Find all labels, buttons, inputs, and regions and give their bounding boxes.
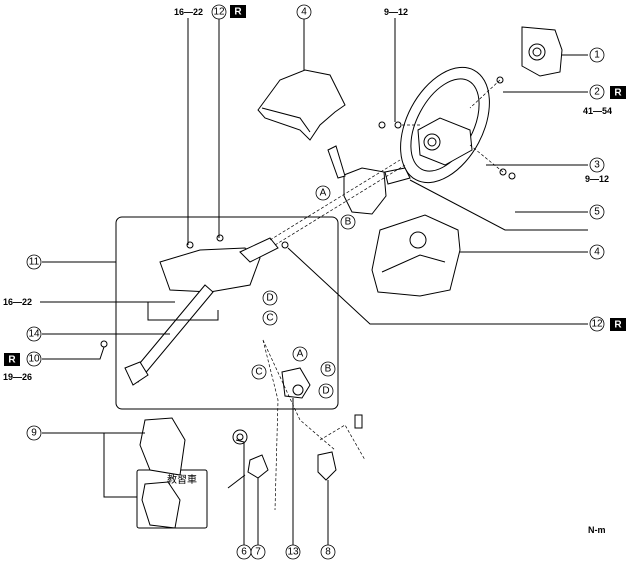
svg-text:R: R — [234, 7, 242, 18]
callout-number: A — [320, 188, 327, 199]
air-bag-module — [521, 26, 563, 77]
callout-number: 7 — [255, 547, 261, 558]
replace-badge: R — [230, 5, 246, 18]
torque-label-nut: 19—26 — [3, 372, 32, 382]
callout-number: C — [266, 313, 273, 324]
callout-c14: 14 — [26, 326, 42, 342]
callout-number: B — [345, 217, 352, 228]
svg-text:R: R — [614, 88, 622, 99]
steering-column-group-box — [115, 216, 339, 410]
callout-number: 5 — [594, 207, 600, 218]
ignition-switch-assembly — [281, 367, 311, 399]
callout-number: 12 — [213, 7, 225, 18]
callout-c7: 7 — [250, 544, 266, 560]
replace-badge: R — [610, 318, 626, 331]
lower-column-cover — [371, 214, 461, 297]
callout-number: C — [255, 367, 262, 378]
torque-label-top: 9—12 — [384, 7, 408, 17]
reference-mark-d: D — [262, 290, 278, 306]
callout-c12: 12 — [211, 4, 227, 20]
callout-c9: 9 — [26, 425, 42, 441]
callout-c3: 3 — [589, 157, 605, 173]
callout-c10: 10 — [26, 351, 42, 367]
upper-column-cover — [257, 69, 346, 141]
steering-wheel — [400, 66, 490, 184]
callout-number: 1 — [594, 50, 600, 61]
svg-text:R: R — [614, 320, 622, 331]
callout-c4: 4 — [296, 4, 312, 20]
callout-number: 9 — [31, 428, 37, 439]
reference-mark-b: B — [340, 214, 356, 230]
reference-mark-c: C — [251, 364, 267, 380]
steering-column-shaft — [124, 159, 406, 386]
callout-c1: 1 — [589, 47, 605, 63]
callout-number: 3 — [594, 160, 600, 171]
callout-number: B — [325, 364, 332, 375]
callout-number: 8 — [325, 547, 331, 558]
steering-lock-covers — [139, 417, 186, 529]
callout-number: 6 — [241, 547, 247, 558]
combination-switch — [327, 145, 411, 215]
unit-label: N-m — [588, 525, 606, 535]
reference-mark-a: A — [292, 346, 308, 362]
key-cylinder-parts — [227, 339, 366, 511]
callout-number: 11 — [29, 257, 40, 268]
callout-number: A — [297, 349, 304, 360]
torque-label-wheel-bolt: 41—54 — [583, 106, 612, 116]
callout-number: 4 — [301, 7, 307, 18]
replace-badge: R — [610, 86, 626, 99]
callout-c13: 13 — [285, 544, 301, 560]
replace-badge: R — [4, 353, 20, 366]
reference-mark-d: D — [318, 383, 334, 399]
reference-mark-a: A — [315, 185, 331, 201]
svg-text:R: R — [8, 355, 16, 366]
callout-number: 12 — [591, 319, 603, 330]
callout-number: D — [266, 293, 273, 304]
callout-number: 13 — [287, 547, 299, 558]
callout-c5: 5 — [589, 204, 605, 220]
torque-label-left: 16—22 — [3, 297, 32, 307]
callout-c8: 8 — [320, 544, 336, 560]
callout-c6: 6 — [236, 544, 252, 560]
torque-label-right: 9—12 — [585, 174, 609, 184]
callout-number: 2 — [594, 87, 600, 98]
callout-c12: 12 — [589, 316, 605, 332]
callout-c4: 4 — [589, 244, 605, 260]
leader-lines — [40, 18, 588, 545]
callout-c11: 11 — [26, 254, 42, 270]
callout-number: 10 — [28, 354, 40, 365]
torque-label-top-left: 16—22 — [174, 7, 203, 17]
variant-label: 教習車 — [167, 473, 197, 486]
reference-mark-b: B — [320, 361, 336, 377]
reference-mark-c: C — [262, 310, 278, 326]
callout-c2: 2 — [589, 84, 605, 100]
callout-number: 4 — [594, 247, 600, 258]
callout-number: 14 — [28, 329, 40, 340]
callout-number: D — [322, 386, 329, 397]
